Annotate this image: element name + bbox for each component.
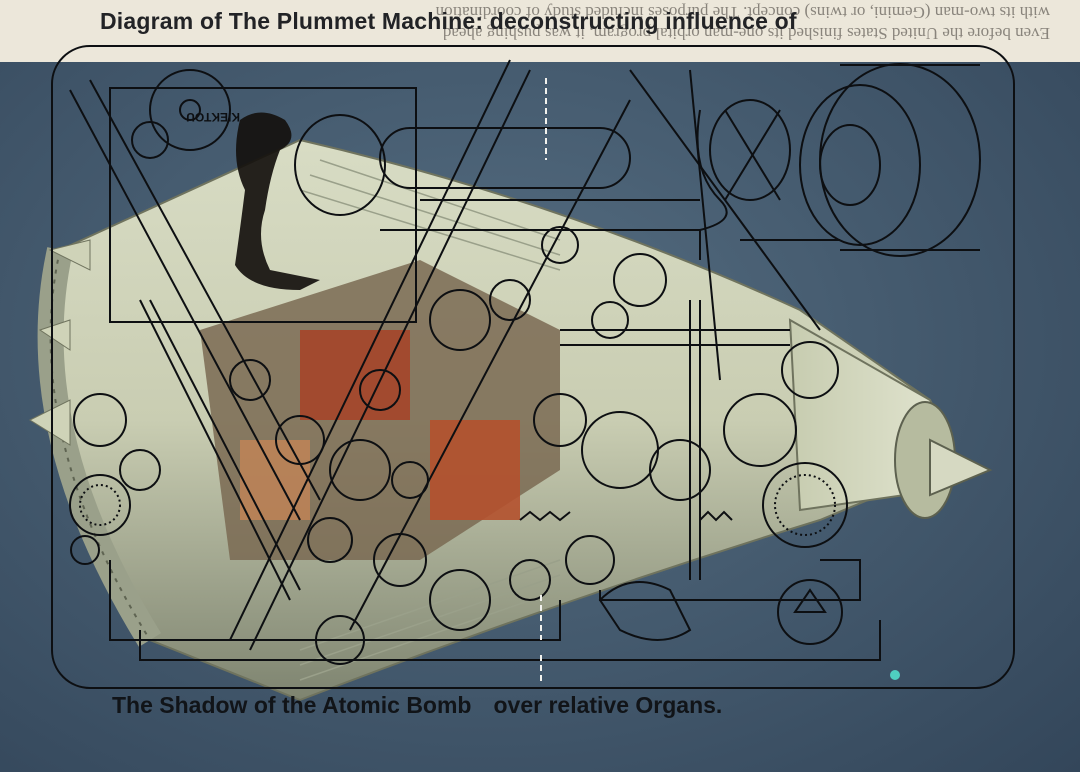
- thread-marks: [540, 78, 547, 685]
- smoke-stain: [235, 112, 320, 290]
- page-title: Diagram of The Plummet Machine: deconstr…: [100, 8, 797, 34]
- caption-part-1: The Shadow of the Atomic Bomb: [112, 692, 472, 718]
- capsule-illustration: [28, 138, 993, 702]
- paper-strip: Even before the United States finished i…: [0, 0, 1080, 62]
- machine-line-drawing: [51, 45, 1015, 689]
- caption: The Shadow of the Atomic Bomb over relati…: [112, 692, 722, 719]
- cyan-dot: [890, 670, 900, 680]
- gear-stamp-text: KIEKTOU: [186, 110, 240, 124]
- caption-part-2: over relative Organs.: [493, 692, 723, 718]
